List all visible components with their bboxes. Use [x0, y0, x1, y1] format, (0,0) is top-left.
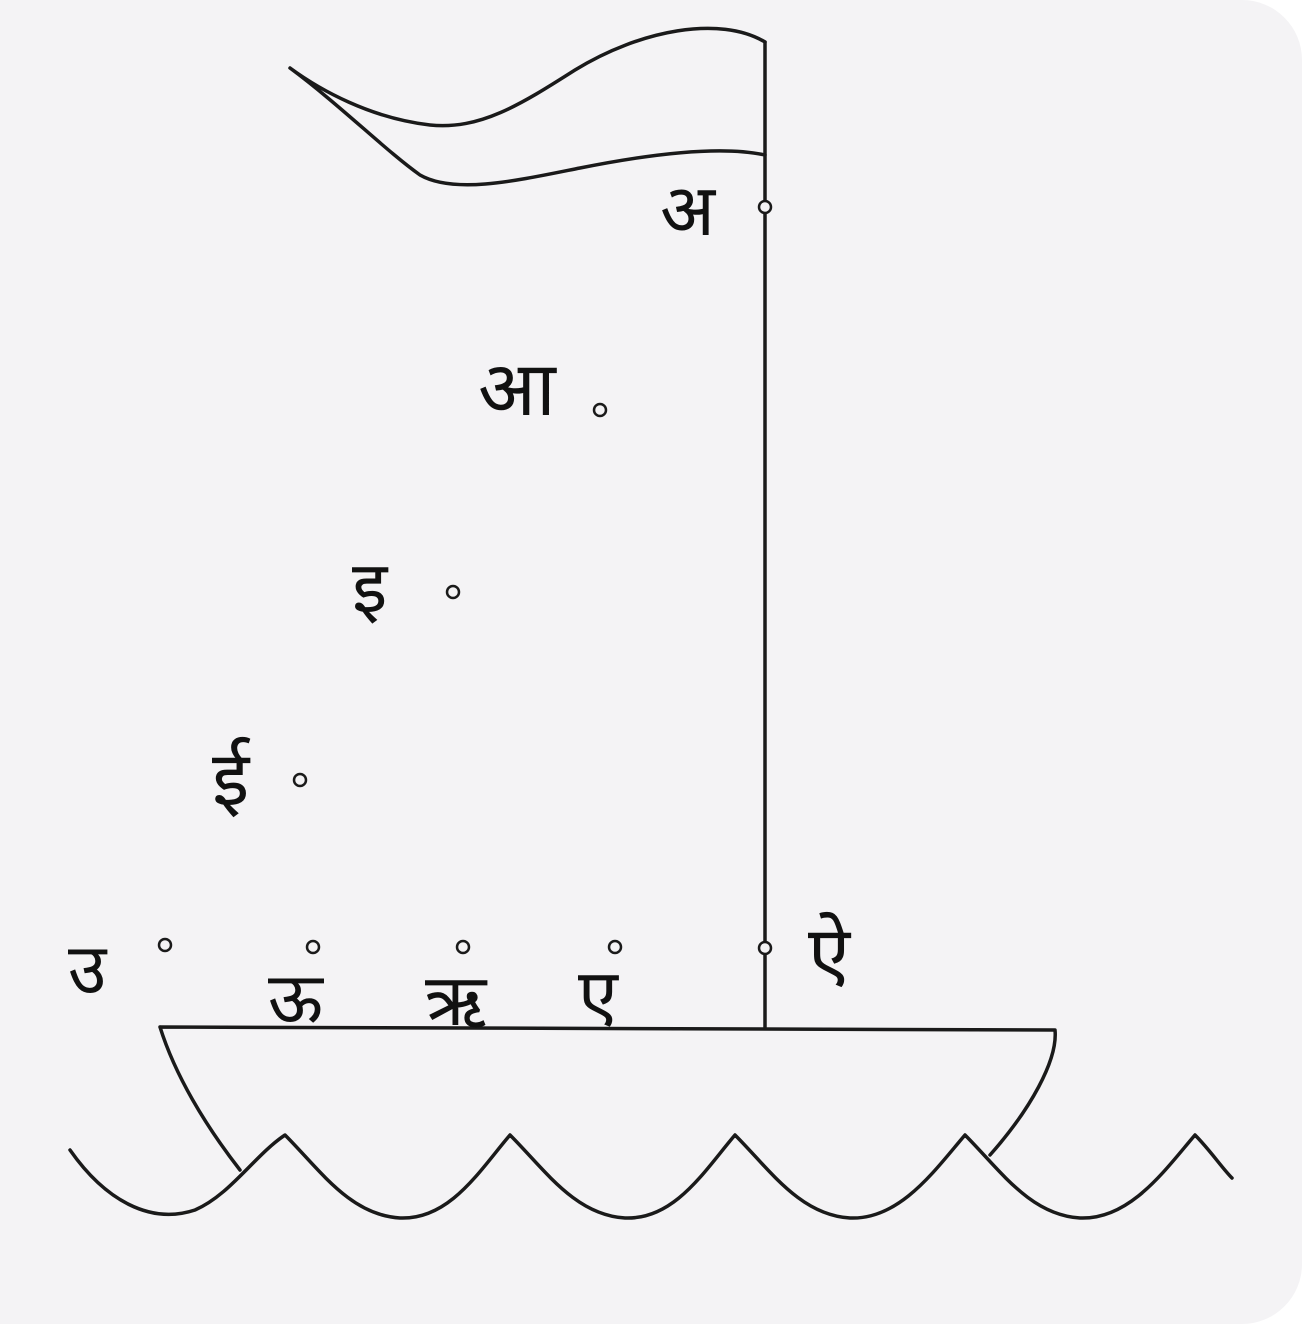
letter-ri: ऋ [425, 958, 488, 1042]
mast-dot-bottom [759, 942, 771, 954]
dot-uu [307, 941, 319, 953]
dot-e [609, 941, 621, 953]
letter-a: अ [660, 168, 717, 252]
dot-ii [294, 774, 306, 786]
letter-u: उ [68, 928, 108, 1010]
letter-aa: आ [478, 344, 557, 433]
waves [70, 1135, 1232, 1218]
letter-ii: ई [212, 734, 251, 823]
dot-aa [594, 404, 606, 416]
boat-hull [160, 1027, 1055, 1170]
dot-ri [457, 941, 469, 953]
letter-i: इ [352, 545, 389, 629]
letter-e: ए [578, 953, 619, 1037]
dot-u [159, 939, 171, 951]
dot-i [447, 586, 459, 598]
flag [290, 28, 765, 184]
letter-ai: ऐ [808, 909, 852, 998]
letter-uu: ऊ [268, 957, 324, 1039]
mast-dot-top [759, 201, 771, 213]
